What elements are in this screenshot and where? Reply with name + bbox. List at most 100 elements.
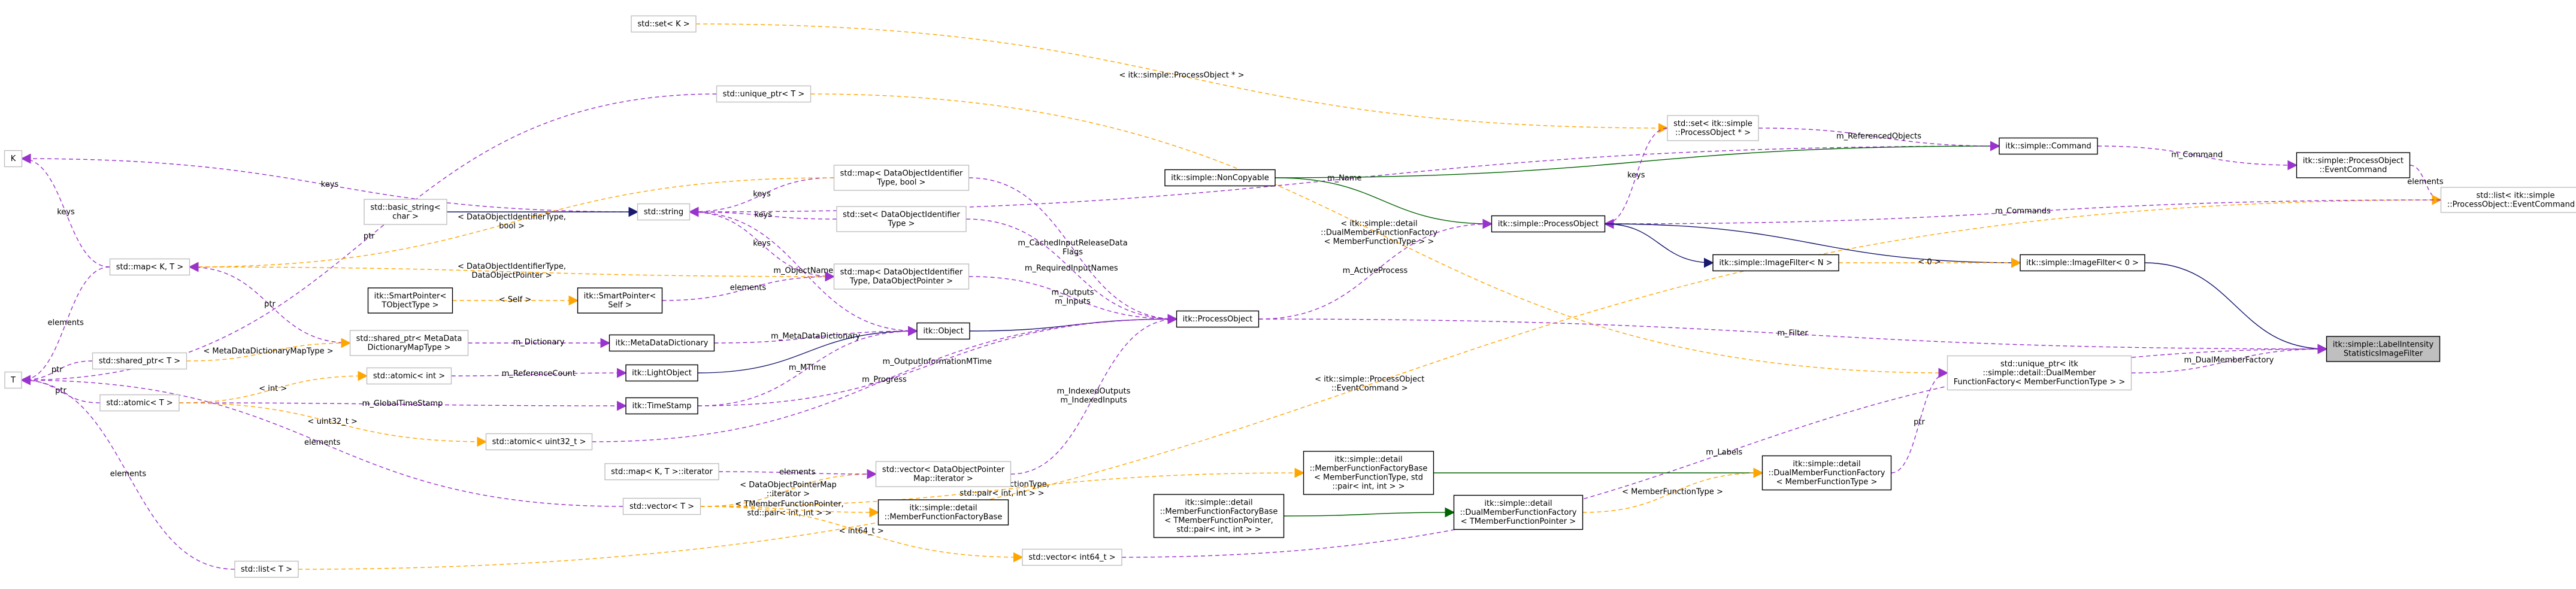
edge-atomic-int-to-lightobject: m_ReferenceCount xyxy=(451,368,627,378)
edge-label: m_ReferencedObjects xyxy=(1836,132,1921,141)
node-label-line: K xyxy=(11,154,16,163)
node-unique-ptr-dual[interactable]: std::unique_ptr< itk::simple::detail::Du… xyxy=(1947,355,2132,391)
node-atomic-uint32[interactable]: std::atomic< uint32_t > xyxy=(485,433,593,451)
edge-line xyxy=(1284,507,1455,518)
node-set-processobject-ptr[interactable]: std::set< itk::simple::ProcessObject * > xyxy=(1667,115,1759,141)
edge-label: ptr xyxy=(364,232,375,241)
node-map-kt[interactable]: std::map< K, T > xyxy=(109,258,190,276)
edge-label: elements xyxy=(48,318,84,327)
node-set-dataobj[interactable]: std::set< DataObjectIdentifierType > xyxy=(836,206,967,232)
node-vector-t[interactable]: std::vector< T > xyxy=(622,497,701,515)
node-mff-base[interactable]: itk::simple::detail::MemberFunctionFacto… xyxy=(877,499,1009,526)
node-label-line: ::MemberFunctionFactoryBase xyxy=(1310,464,1428,473)
edge-line xyxy=(1275,177,1493,229)
edge-line xyxy=(700,506,1024,563)
node-imagefilter-0[interactable]: itk::simple::ImageFilter< 0 > xyxy=(2020,254,2145,272)
node-box xyxy=(366,367,452,385)
node-processobject-itk[interactable]: itk::ProcessObject xyxy=(1176,310,1260,328)
edge-line xyxy=(188,262,834,277)
edge-command-to-eventcommand: m_Command xyxy=(2097,145,2298,171)
node-basic-string[interactable]: std::basic_string<char > xyxy=(364,199,447,225)
node-box xyxy=(2440,187,2576,213)
edge-metadatadictionary-to-object: m_MetaDataDictionary xyxy=(714,326,918,344)
edge-label: m_Progress xyxy=(862,375,907,384)
node-box xyxy=(1999,137,2098,155)
node-metadatadictionary[interactable]: itk::MetaDataDictionary xyxy=(609,334,715,352)
node-dual-mff[interactable]: itk::simple::detail::DualMemberFunctionF… xyxy=(1761,455,1892,491)
edge-dual-mff-to-unique-ptr-dual: ptr xyxy=(1891,368,1949,473)
node-shared-ptr-meta[interactable]: std::shared_ptr< MetaDataDictionaryMapTy… xyxy=(349,330,469,356)
node-object[interactable]: itk::Object xyxy=(916,322,970,340)
node-box xyxy=(4,150,23,168)
node-label-line: FunctionFactory< MemberFunctionType > > xyxy=(1954,378,2125,387)
node-box xyxy=(637,203,691,221)
node-label-line: itk::simple::detail xyxy=(909,504,977,513)
node-map-iterator[interactable]: std::map< K, T >::iterator xyxy=(604,463,719,481)
node-string[interactable]: std::string xyxy=(637,203,691,221)
edge-line xyxy=(688,207,918,332)
node-t[interactable]: T xyxy=(4,371,22,389)
node-unique-ptr-t[interactable]: std::unique_ptr< T > xyxy=(716,85,812,103)
node-list-eventcommand[interactable]: std::list< itk::simple::ProcessObject::E… xyxy=(2440,187,2576,213)
node-atomic-int[interactable]: std::atomic< int > xyxy=(366,367,452,385)
edge-set-dataobj-to-processobject-itk: m_RequiredInputNames xyxy=(965,218,1178,324)
node-k[interactable]: K xyxy=(4,150,23,168)
node-processobject-simple[interactable]: itk::simple::ProcessObject xyxy=(1491,215,1606,233)
node-eventcommand[interactable]: itk::simple::ProcessObject::EventCommand xyxy=(2296,152,2411,178)
edge-timestamp-to-processobject-itk: m_OutputInformationMTime xyxy=(697,314,1178,406)
node-noncopyable[interactable]: itk::simple::NonCopyable xyxy=(1164,169,1276,187)
node-vector-dataobj-iter[interactable]: std::vector< DataObjectPointerMap::itera… xyxy=(875,461,1012,487)
node-label-line: itk::simple::Command xyxy=(2005,142,2091,151)
node-box xyxy=(877,499,1009,526)
node-label-line: itk::SmartPointer< xyxy=(374,292,447,301)
node-command[interactable]: itk::simple::Command xyxy=(1999,137,2098,155)
edge-label: m_Command xyxy=(2171,151,2223,160)
node-label-line: std::set< DataObjectIdentifier xyxy=(843,211,960,220)
node-mff-base-tmember[interactable]: itk::simple::detail::MemberFunctionFacto… xyxy=(1153,494,1285,538)
edge-line xyxy=(178,371,368,403)
edge-line xyxy=(20,153,110,268)
edge-unique-ptr-t-to-unique-ptr-dual: < itk::simple::detail::DualMemberFunctio… xyxy=(810,93,1949,378)
node-smartpointer-self[interactable]: itk::SmartPointer<Self > xyxy=(577,287,663,314)
node-smartpointer-t[interactable]: itk::SmartPointer<TObjectType > xyxy=(367,287,453,314)
edge-atomic-t-to-atomic-uint32: < uint32_t > xyxy=(178,402,488,447)
node-timestamp[interactable]: itk::TimeStamp xyxy=(625,397,698,415)
edge-label: < MetaDataDictionaryMapType > xyxy=(203,347,333,356)
edge-label: elements xyxy=(304,438,341,447)
edge-label: < itk::simple::ProcessObject * > xyxy=(1119,71,1244,80)
node-label-line: std::vector< T > xyxy=(629,502,694,511)
edge-line xyxy=(662,271,836,301)
node-labelintensity[interactable]: itk::simple::LabelIntensityStatisticsIma… xyxy=(2326,336,2441,362)
node-box xyxy=(1453,494,1584,530)
edge-shared-ptr-meta-to-map-kt: ptr xyxy=(188,262,350,344)
node-label-line: itk::simple::ImageFilter< 0 > xyxy=(2026,259,2139,268)
node-label-line: std::atomic< T > xyxy=(106,399,172,408)
node-box xyxy=(349,330,469,356)
node-map-dataobj-bool[interactable]: std::map< DataObjectIdentifierType, bool… xyxy=(833,165,970,191)
node-map-dataobj-ptr[interactable]: std::map< DataObjectIdentifierType, Data… xyxy=(833,263,970,290)
edge-imagefilter-0-to-labelintensity xyxy=(2144,262,2328,354)
edge-imagefilter-n-to-imagefilter-0: < 0 > xyxy=(1839,258,2021,268)
node-atomic-t[interactable]: std::atomic< T > xyxy=(99,394,180,412)
node-dual-mff-t[interactable]: itk::simple::detail::DualMemberFunctionF… xyxy=(1453,494,1584,530)
edge-mff-base-tmember-to-dual-mff-t xyxy=(1284,507,1455,518)
edge-label: keys xyxy=(321,180,339,189)
node-set-k[interactable]: std::set< K > xyxy=(631,15,697,33)
node-mff-base-long[interactable]: itk::simple::detail::MemberFunctionFacto… xyxy=(1303,451,1434,495)
edge-line xyxy=(1603,127,1668,229)
node-box xyxy=(367,287,453,314)
edge-processobject-itk-to-processobject-simple: m_ActiveProcess xyxy=(1258,218,1493,320)
edge-label: < MemberFunctionType > xyxy=(1622,488,1723,497)
node-shared-ptr-t[interactable]: std::shared_ptr< T > xyxy=(92,352,187,370)
node-list-t[interactable]: std::list< T > xyxy=(234,560,299,578)
node-vector-int64[interactable]: std::vector< int64_t > xyxy=(1022,548,1122,566)
edge-label: bool > xyxy=(499,222,525,231)
edge-noncopyable-to-processobject-simple xyxy=(1275,177,1493,229)
edge-line xyxy=(1275,141,2000,178)
edge-line xyxy=(968,276,1178,324)
node-lightobject[interactable]: itk::LightObject xyxy=(625,364,698,382)
node-imagefilter-n[interactable]: itk::simple::ImageFilter< N > xyxy=(1712,254,1839,272)
edge-label: elements xyxy=(779,468,816,477)
edge-label: ptr xyxy=(55,387,66,396)
